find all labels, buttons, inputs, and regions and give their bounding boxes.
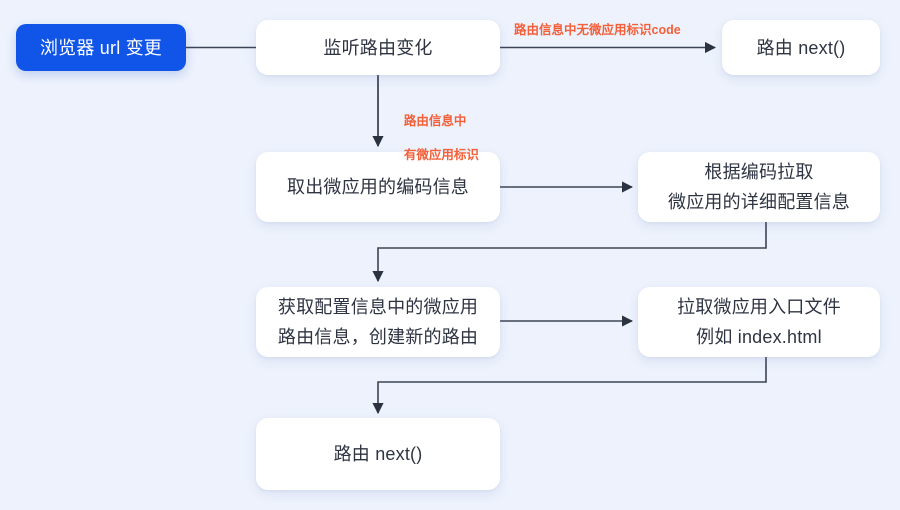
node-label: 监听路由变化	[323, 37, 433, 58]
node-label: 浏览器 url 变更	[39, 37, 162, 58]
node-browser-url-change[interactable]: 浏览器 url 变更	[16, 24, 186, 71]
edge-fetch-entry-to-next-bottom	[372, 357, 767, 415]
node-label: 路由 next()	[333, 444, 423, 464]
node-label-line-1: 获取配置信息中的微应用	[277, 297, 479, 317]
node-label-line-2: 路由信息，创建新的路由	[277, 327, 479, 347]
node-watch-route-change[interactable]: 监听路由变化	[256, 20, 500, 75]
edge-fetch-config-to-create-route	[372, 222, 767, 283]
node-label-line-1: 根据编码拉取	[704, 162, 814, 182]
node-create-new-route[interactable]: 获取配置信息中的微应用 路由信息，创建新的路由	[256, 287, 500, 357]
node-label: 路由 next()	[756, 37, 846, 58]
edge-label-line-1: 路由信息中	[403, 114, 467, 128]
node-route-next-bottom[interactable]: 路由 next()	[256, 418, 500, 490]
edge-label-line-2: 有微应用标识	[403, 148, 479, 162]
node-fetch-micro-app-config[interactable]: 根据编码拉取 微应用的详细配置信息	[638, 152, 880, 222]
node-label: 取出微应用的编码信息	[287, 177, 469, 197]
node-label-line-2: 微应用的详细配置信息	[668, 192, 850, 212]
node-extract-micro-app-code[interactable]: 取出微应用的编码信息	[256, 152, 500, 222]
node-route-next-top[interactable]: 路由 next()	[722, 20, 880, 75]
edge-label-has-micro-app-code: 路由信息中 有微应用标识	[390, 96, 520, 181]
node-label-line-1: 拉取微应用入口文件	[677, 297, 841, 317]
edge-label-no-micro-app-code: 路由信息中无微应用标识code	[514, 23, 681, 37]
node-label-line-2: 例如 index.html	[696, 327, 822, 347]
node-fetch-entry-file[interactable]: 拉取微应用入口文件 例如 index.html	[638, 287, 880, 357]
